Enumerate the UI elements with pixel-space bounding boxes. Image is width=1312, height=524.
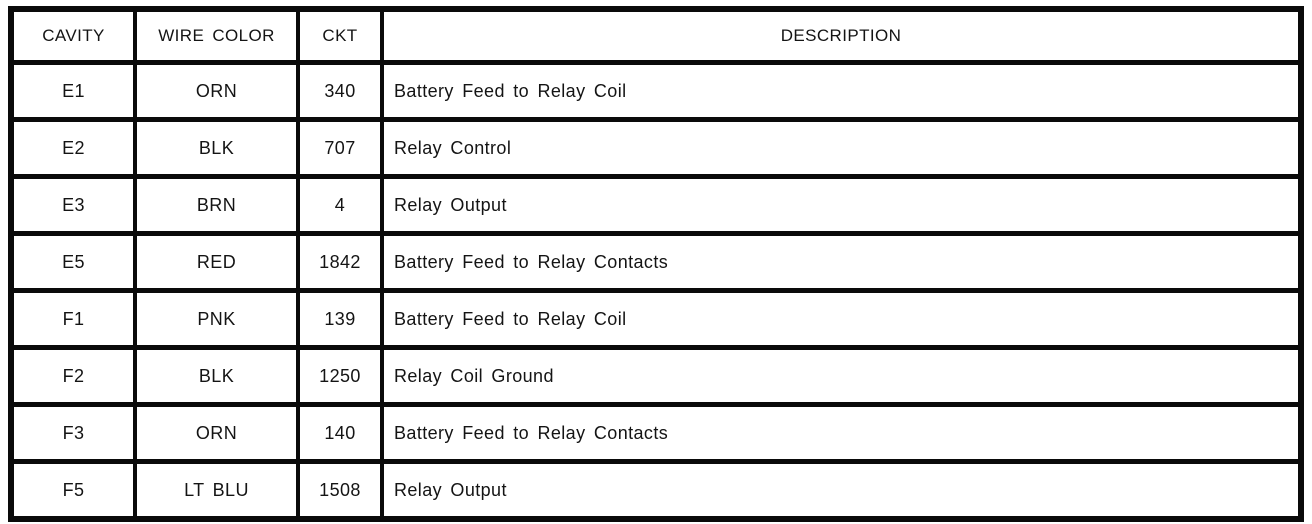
table-row: E2 BLK 707 Relay Control <box>9 117 1303 179</box>
cavity-cell: F3 <box>9 402 137 464</box>
cavity-cell: F5 <box>9 459 137 522</box>
ckt-cell: 340 <box>296 60 384 122</box>
table-row: E5 RED 1842 Battery Feed to Relay Contac… <box>9 231 1303 293</box>
table-row: E3 BRN 4 Relay Output <box>9 174 1303 236</box>
connector-pinout-table: CAVITY WIRE COLOR CKT DESCRIPTION E1 ORN… <box>8 6 1304 522</box>
table-row: F3 ORN 140 Battery Feed to Relay Contact… <box>9 402 1303 464</box>
column-header-description: DESCRIPTION <box>380 6 1303 65</box>
description-cell: Relay Control <box>380 117 1303 179</box>
wire-color-cell: LT BLU <box>133 459 300 522</box>
description-cell: Battery Feed to Relay Contacts <box>380 402 1303 464</box>
ckt-cell: 140 <box>296 402 384 464</box>
cavity-cell: F1 <box>9 288 137 350</box>
table-row: F1 PNK 139 Battery Feed to Relay Coil <box>9 288 1303 350</box>
description-cell: Battery Feed to Relay Coil <box>380 60 1303 122</box>
ckt-cell: 139 <box>296 288 384 350</box>
description-cell: Battery Feed to Relay Coil <box>380 288 1303 350</box>
description-cell: Battery Feed to Relay Contacts <box>380 231 1303 293</box>
column-header-ckt: CKT <box>296 6 384 65</box>
header-row: CAVITY WIRE COLOR CKT DESCRIPTION <box>9 6 1303 65</box>
wire-color-cell: BLK <box>133 117 300 179</box>
table-row: E1 ORN 340 Battery Feed to Relay Coil <box>9 60 1303 122</box>
wire-color-cell: BRN <box>133 174 300 236</box>
cavity-cell: F2 <box>9 345 137 407</box>
column-header-cavity: CAVITY <box>9 6 137 65</box>
cavity-cell: E3 <box>9 174 137 236</box>
ckt-cell: 4 <box>296 174 384 236</box>
ckt-cell: 1508 <box>296 459 384 522</box>
description-cell: Relay Coil Ground <box>380 345 1303 407</box>
wire-color-cell: RED <box>133 231 300 293</box>
cavity-cell: E1 <box>9 60 137 122</box>
wire-color-cell: ORN <box>133 402 300 464</box>
wire-color-cell: BLK <box>133 345 300 407</box>
cavity-cell: E2 <box>9 117 137 179</box>
table-row: F2 BLK 1250 Relay Coil Ground <box>9 345 1303 407</box>
description-cell: Relay Output <box>380 459 1303 522</box>
wire-color-cell: ORN <box>133 60 300 122</box>
ckt-cell: 707 <box>296 117 384 179</box>
ckt-cell: 1250 <box>296 345 384 407</box>
cavity-cell: E5 <box>9 231 137 293</box>
column-header-wire-color: WIRE COLOR <box>133 6 300 65</box>
wire-color-cell: PNK <box>133 288 300 350</box>
table-row: F5 LT BLU 1508 Relay Output <box>9 459 1303 522</box>
description-cell: Relay Output <box>380 174 1303 236</box>
ckt-cell: 1842 <box>296 231 384 293</box>
